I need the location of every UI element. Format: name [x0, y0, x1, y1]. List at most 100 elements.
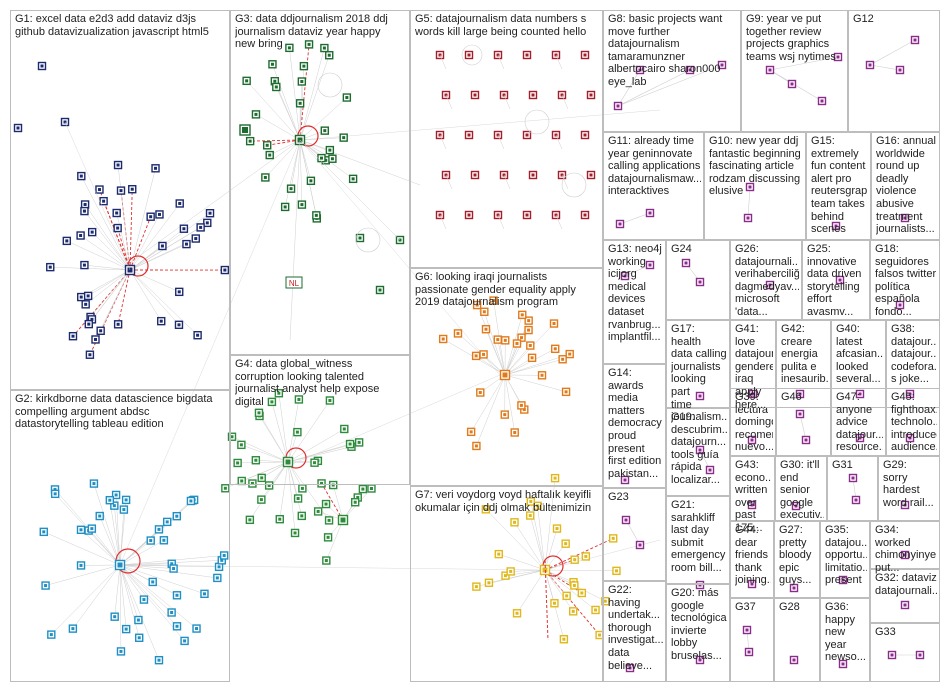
node-icon — [110, 501, 119, 510]
edge-line — [869, 64, 901, 71]
edge-line — [544, 478, 556, 571]
node-icon — [251, 110, 261, 119]
group-g46: G46 — [776, 388, 831, 456]
node-icon — [13, 123, 23, 133]
node-icon — [558, 355, 567, 364]
node-icon — [290, 528, 300, 538]
node-icon — [789, 655, 799, 665]
group-label: G11: already time year geninnovate calli… — [608, 135, 701, 198]
edge-line — [267, 139, 301, 146]
node-icon — [191, 234, 200, 243]
group-label: G18: seguidores falsos twitter política … — [875, 243, 937, 318]
node-icon — [550, 599, 559, 608]
node-icon — [39, 527, 48, 537]
edge-line — [119, 564, 546, 571]
edge-line — [544, 559, 549, 641]
node-icon — [586, 90, 596, 100]
node-icon — [248, 479, 257, 488]
node-icon — [552, 524, 562, 533]
node-icon — [81, 300, 90, 309]
node-icon — [342, 93, 352, 102]
edge-line — [555, 134, 563, 150]
edge-line — [287, 443, 351, 463]
node-icon — [685, 65, 695, 75]
node-icon — [472, 300, 482, 310]
edge-line — [485, 509, 546, 571]
node-icon — [522, 210, 532, 220]
node-icon — [261, 173, 270, 182]
node-icon — [855, 433, 865, 443]
node-icon — [280, 202, 290, 212]
edge-line — [80, 529, 121, 566]
group-g1: G1: excel data e2d3 add dataviz d3js git… — [10, 10, 230, 390]
edge-line — [265, 139, 301, 178]
edge-line — [129, 216, 152, 271]
group-g23: G23 — [603, 488, 666, 581]
node-icon — [524, 316, 533, 325]
node-icon — [565, 349, 574, 359]
nl-badge-text: NL — [289, 279, 300, 288]
node-icon — [915, 650, 925, 660]
edge-line — [279, 461, 289, 520]
edge-line — [544, 569, 617, 572]
group-g13: G13: neo4j working icijorg medical devic… — [603, 240, 666, 364]
group-g21: G21: sarahkliff last day submit emergenc… — [666, 496, 730, 584]
edge-line — [504, 359, 563, 376]
edge-line — [287, 400, 331, 463]
edge-line — [555, 214, 563, 230]
node-icon — [512, 609, 522, 618]
edge-line — [119, 564, 122, 652]
edge-line — [90, 269, 131, 318]
node-icon — [464, 130, 474, 140]
group-g4: G4: data global_witness corruption looki… — [230, 355, 410, 485]
node-icon — [510, 428, 519, 437]
group-label: G40: latest afcasian... looked several..… — [836, 323, 883, 386]
nl-badge-icon: NL — [285, 276, 303, 289]
node-icon — [172, 511, 181, 521]
node-icon — [551, 344, 560, 354]
edge-line — [249, 461, 289, 520]
edge-line — [445, 94, 453, 110]
node-icon — [169, 564, 178, 573]
group-g6: G6: looking iraqi journalists passionate… — [410, 268, 603, 486]
node-icon — [695, 391, 705, 401]
edge-line — [43, 531, 121, 566]
node-icon — [526, 497, 535, 506]
edge-line — [117, 164, 131, 271]
node-icon — [466, 427, 476, 437]
node-icon — [282, 456, 294, 468]
node-icon — [158, 241, 167, 251]
node-icon — [354, 438, 364, 447]
group-g37: G37 — [730, 598, 774, 682]
node-icon — [838, 575, 848, 585]
node-icon — [272, 82, 281, 92]
node-icon — [267, 397, 277, 407]
node-icon — [172, 622, 182, 631]
node-icon — [499, 369, 511, 381]
edge-line — [81, 175, 131, 271]
node-icon — [151, 164, 160, 173]
node-icon — [580, 130, 590, 140]
group-label: G33 — [875, 626, 896, 638]
node-icon — [526, 511, 535, 520]
edge-line — [290, 139, 301, 189]
group-label: G22: having undertak... thorough investi… — [608, 584, 663, 672]
self-loop — [461, 44, 483, 66]
node-icon — [581, 552, 591, 561]
node-icon — [317, 479, 326, 488]
node-icon — [76, 525, 86, 535]
node-icon — [489, 296, 498, 305]
edge-line — [50, 266, 131, 271]
edge-line — [747, 186, 751, 219]
node-icon — [501, 571, 510, 580]
node-icon — [339, 133, 348, 142]
node-icon — [900, 500, 910, 510]
node-icon — [355, 233, 365, 243]
node-icon — [517, 333, 526, 342]
group-label: G36: happy new year newso... — [825, 601, 866, 664]
edge-line — [503, 174, 511, 190]
node-icon — [325, 51, 334, 60]
